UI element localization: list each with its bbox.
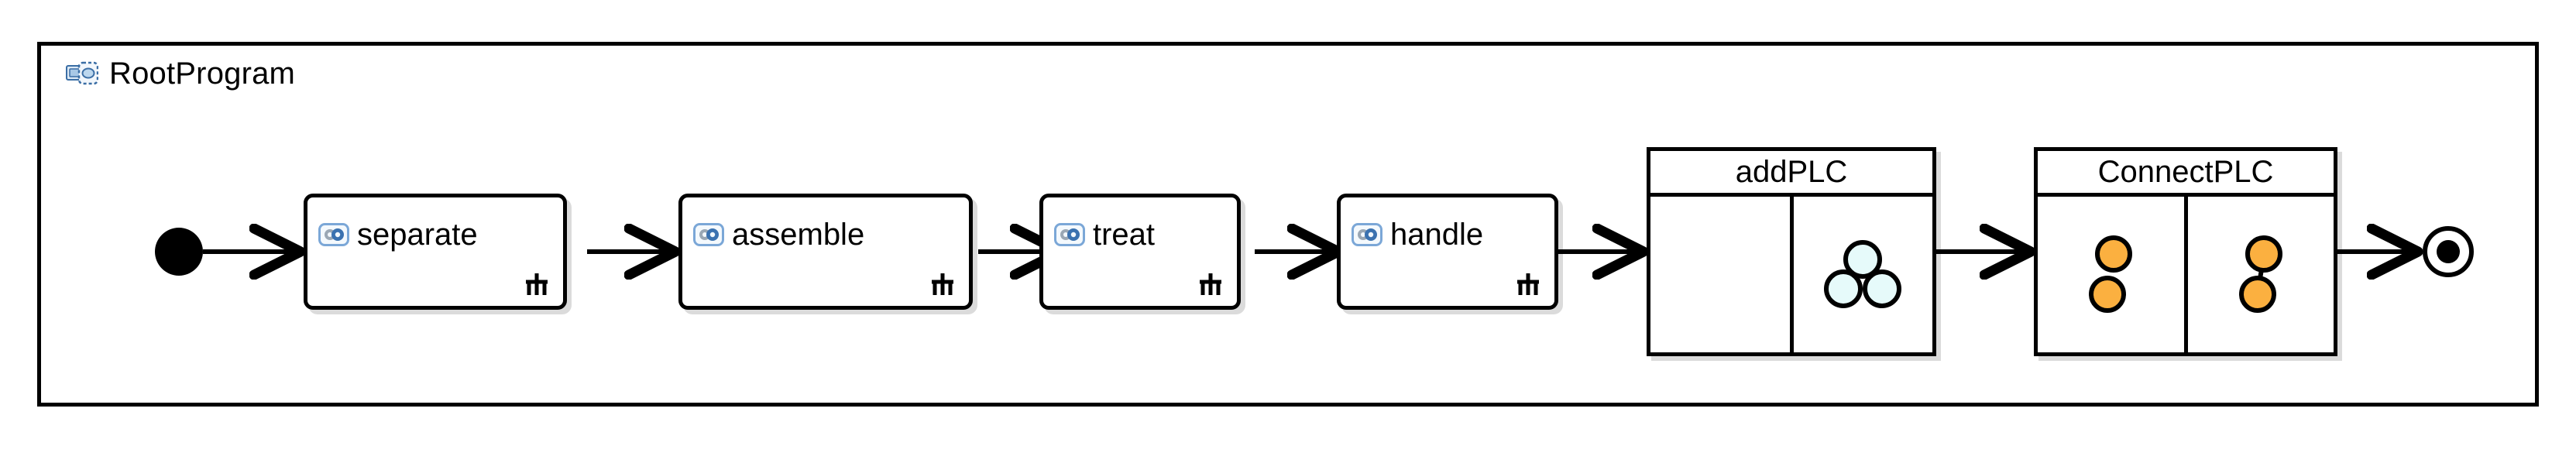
- activity-label: treat: [1093, 218, 1156, 252]
- gear-icon: [1352, 222, 1382, 247]
- compound-body: [2038, 197, 2334, 352]
- activity-content-treat: treat: [1043, 219, 1237, 250]
- activity-label: handle: [1390, 218, 1484, 252]
- rake-icon: [1197, 272, 1224, 297]
- two-circles-linked-icon: [2238, 235, 2282, 313]
- gear-icon: [318, 222, 349, 247]
- final-node[interactable]: [2423, 226, 2474, 277]
- compound-title: ConnectPLC: [2038, 151, 2334, 197]
- activity-node-handle[interactable]: handle: [1337, 194, 1558, 310]
- compound-cell-three-circles-cluster[interactable]: [1789, 197, 1933, 352]
- rake-icon: [1514, 272, 1542, 297]
- two-circles-unlinked-icon: [2089, 235, 2133, 313]
- activity-label: separate: [357, 218, 478, 252]
- compound-cell-empty[interactable]: [1650, 197, 1790, 352]
- compound-cell-two-circles-linked[interactable]: [2183, 197, 2334, 352]
- activity-node-assemble[interactable]: assemble: [678, 194, 973, 310]
- three-circles-cluster-icon: [1824, 239, 1902, 308]
- final-node-inner: [2437, 240, 2460, 263]
- root-program-header[interactable]: RootProgram: [66, 56, 295, 91]
- rake-icon: [523, 272, 551, 297]
- program-icon: [66, 61, 98, 86]
- compound-node-addplc[interactable]: addPLC: [1647, 147, 1936, 356]
- gear-icon: [693, 222, 724, 247]
- compound-node-connectplc[interactable]: ConnectPLC: [2034, 147, 2337, 356]
- initial-node[interactable]: [155, 228, 203, 276]
- activity-node-separate[interactable]: separate: [304, 194, 567, 310]
- activity-content-assemble: assemble: [682, 219, 969, 250]
- activity-content-handle: handle: [1341, 219, 1554, 250]
- activity-node-treat[interactable]: treat: [1039, 194, 1241, 310]
- activity-label: assemble: [732, 218, 865, 252]
- compound-body: [1650, 197, 1932, 352]
- page-title: RootProgram: [109, 57, 296, 91]
- compound-cell-two-circles-unlinked[interactable]: [2038, 197, 2184, 352]
- gear-icon: [1054, 222, 1085, 247]
- compound-title: addPLC: [1650, 151, 1932, 197]
- activity-content-separate: separate: [307, 219, 563, 250]
- rake-icon: [929, 272, 957, 297]
